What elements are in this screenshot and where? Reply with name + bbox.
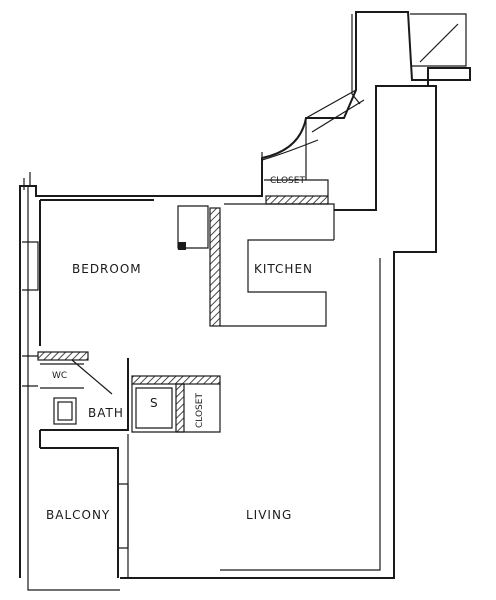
kitchen-label: KITCHEN	[254, 262, 313, 276]
closet-top-label: CLOSET	[270, 176, 305, 186]
living-area: LIVING	[127, 434, 292, 578]
upper-wing-walls	[261, 13, 467, 161]
bedroom-label: BEDROOM	[72, 262, 142, 276]
kitchen-walls: KITCHEN	[177, 205, 334, 327]
balcony-label: BALCONY	[46, 508, 110, 522]
balcony-walls: BALCONY	[40, 447, 129, 578]
storage-walls: S CLOSET	[131, 375, 221, 433]
bath-walls: WC BATH	[22, 351, 129, 431]
exterior-wall	[19, 11, 471, 591]
living-label: LIVING	[246, 508, 292, 522]
stove-marker	[178, 242, 186, 250]
bedroom-walls: BEDROOM	[22, 241, 142, 291]
storage-label: S	[150, 396, 159, 410]
bath-label: BATH	[88, 406, 124, 420]
wc-label: WC	[52, 371, 67, 381]
top-closet: CLOSET	[224, 176, 335, 240]
closet-side-label: CLOSET	[195, 393, 205, 428]
